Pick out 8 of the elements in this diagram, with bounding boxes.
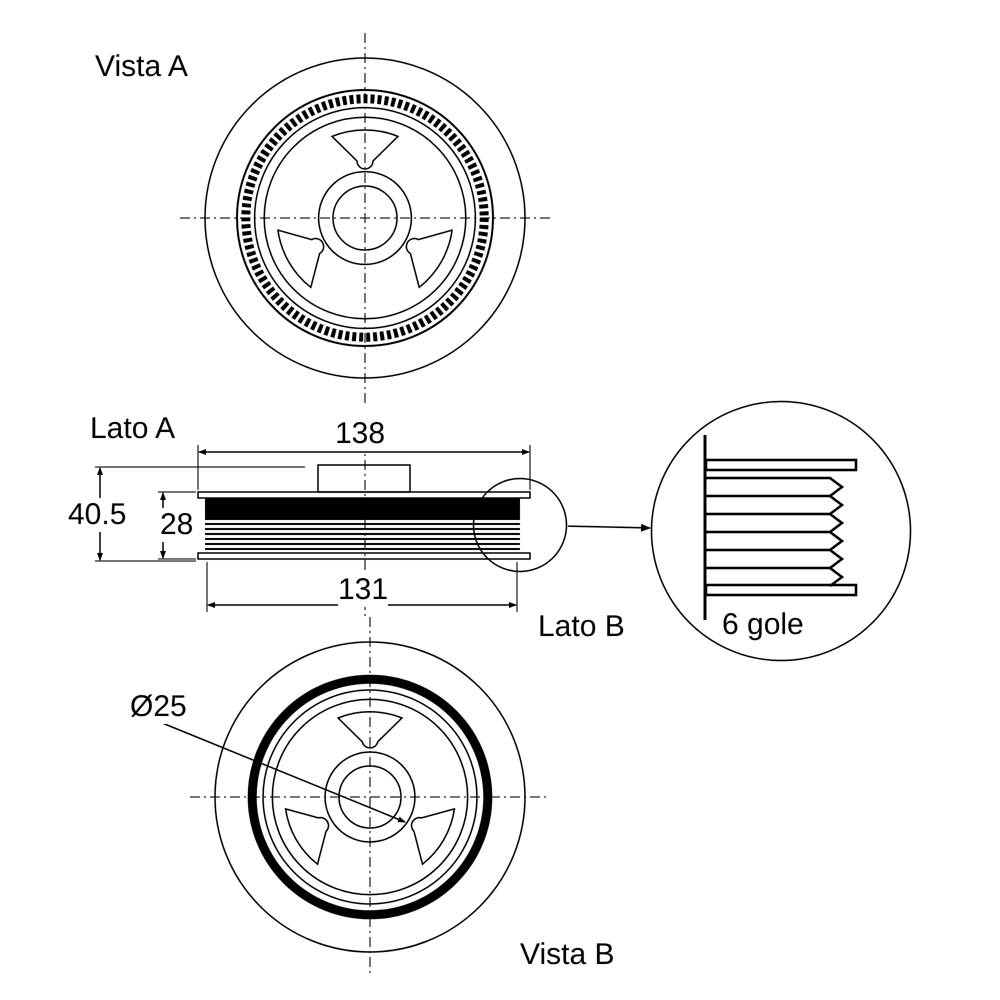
detail-view-circle: [650, 400, 912, 662]
dimension-label: 138: [335, 417, 386, 451]
dimension-label: 131: [338, 573, 388, 607]
groove-count-label: 6 gole: [722, 608, 804, 642]
detail-marker-circle: [472, 477, 568, 573]
dimension-label: 40.5: [68, 498, 126, 532]
callout-line: [568, 524, 652, 532]
dimension-label: 28: [160, 508, 194, 542]
